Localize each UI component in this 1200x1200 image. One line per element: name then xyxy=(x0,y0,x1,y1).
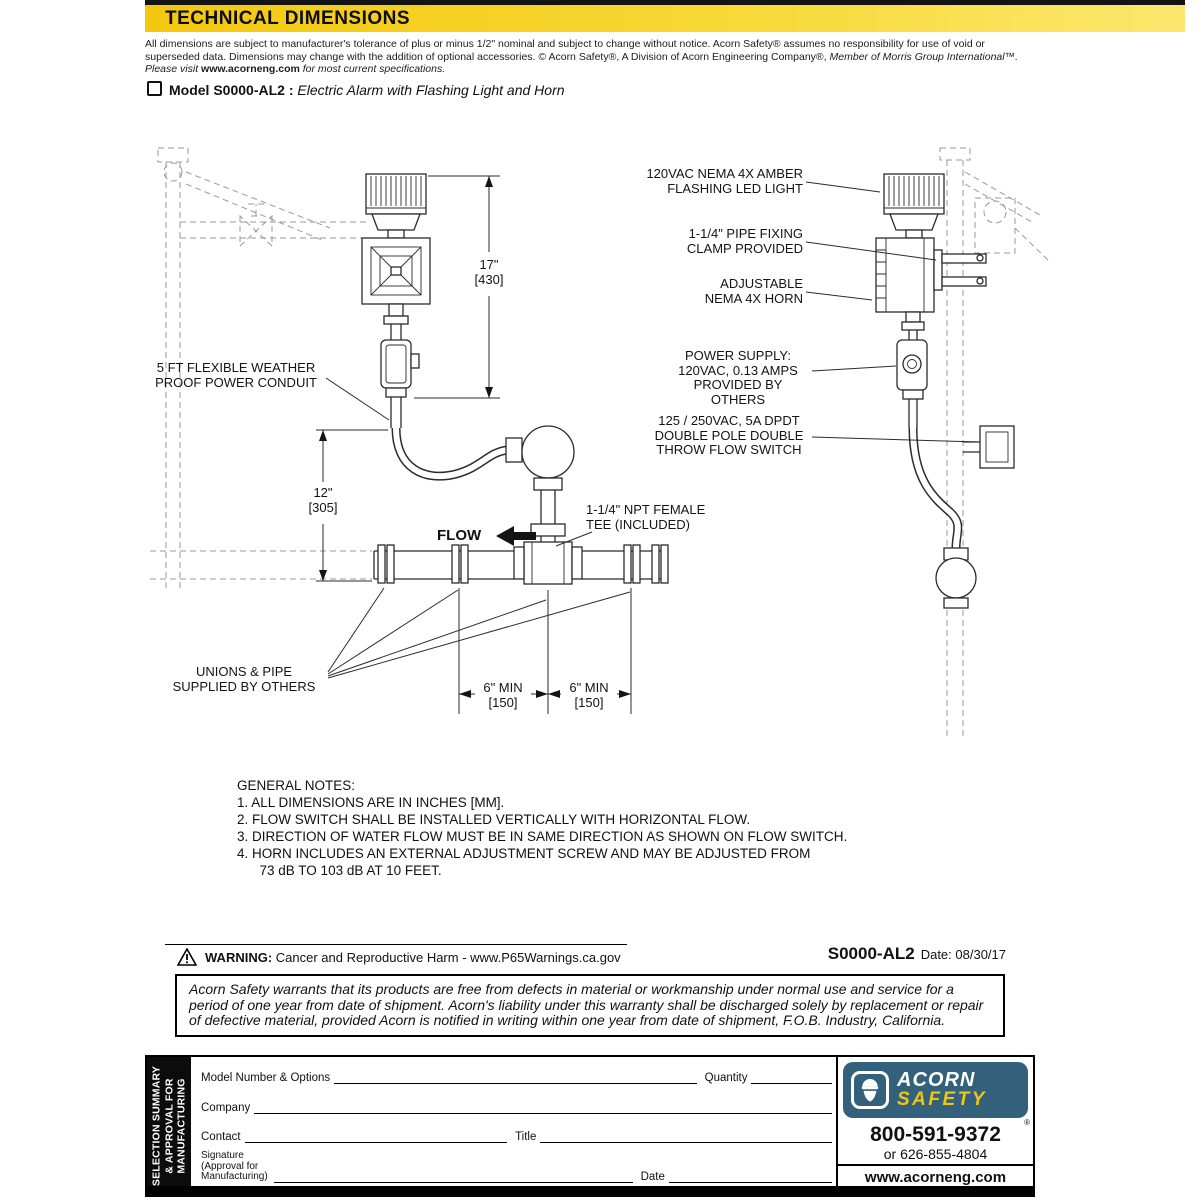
disclaimer-italic: Member of Morris Group International™. P… xyxy=(145,50,1019,76)
dim-drop-in: 12" xyxy=(313,485,333,500)
callout-unions: UNIONS & PIPE SUPPLIED BY OTHERS xyxy=(172,664,316,694)
dim-clearance-right: 6" MIN [150] xyxy=(561,680,617,710)
dim-height-in: 17" xyxy=(479,257,499,272)
brand-panel: ACORN SAFETY ® 800-591-9372 or 626-855-4… xyxy=(836,1057,1033,1186)
registered-mark: ® xyxy=(1024,1118,1030,1127)
callout-pipe-clamp: 1-1/4" PIPE FIXING CLAMP PROVIDED xyxy=(686,226,803,256)
disclaimer-tail: for most current specifications. xyxy=(299,63,446,75)
model-number-field xyxy=(334,1070,697,1084)
callout-horn: ADJUSTABLE NEMA 4X HORN xyxy=(704,276,803,306)
warranty-box: Acorn Safety warrants that its products … xyxy=(175,974,1005,1037)
dim-drop-mm: [305] xyxy=(308,500,338,515)
note-item: 3. DIRECTION OF WATER FLOW MUST BE IN SA… xyxy=(237,829,848,844)
title-field xyxy=(540,1129,832,1143)
logo-text: ACORN SAFETY xyxy=(897,1070,987,1110)
form-row-contact: Contact Title xyxy=(201,1129,832,1143)
dim-drop: 12" [305] xyxy=(295,485,351,515)
phone-main: 800-591-9372 xyxy=(870,1123,1001,1146)
general-notes-title: GENERAL NOTES: xyxy=(237,778,356,793)
left-background-piping xyxy=(150,147,372,588)
flow-direction-arrow xyxy=(496,526,536,546)
brand-sub-name: SAFETY xyxy=(897,1089,987,1110)
model-label: Model S0000-AL2 : xyxy=(169,82,294,98)
note-item: 2. FLOW SWITCH SHALL BE INSTALLED VERTIC… xyxy=(237,812,751,827)
brand-website: www.acorneng.com xyxy=(838,1164,1033,1186)
right-background-piping xyxy=(939,147,1049,738)
acorn-icon xyxy=(851,1071,889,1109)
dim-right-mm: [150] xyxy=(574,695,604,710)
title-band: TECHNICAL DIMENSIONS xyxy=(145,5,1185,32)
doc-model-number: S0000-AL2 xyxy=(827,944,915,963)
warning-icon xyxy=(177,948,197,966)
date-field xyxy=(668,1169,832,1183)
website-text: www.acorneng.com xyxy=(201,63,300,75)
general-notes: GENERAL NOTES: 1. ALL DIMENSIONS ARE IN … xyxy=(237,777,847,879)
front-view-assembly xyxy=(361,173,669,585)
contact-field xyxy=(244,1129,508,1143)
bottom-black-bar xyxy=(147,1186,1033,1195)
note-item: 1. ALL DIMENSIONS ARE IN INCHES [MM]. xyxy=(237,795,505,810)
model-heading: Model S0000-AL2 : Electric Alarm with Fl… xyxy=(147,81,565,98)
warning-text: Cancer and Reproductive Harm - www.P65Wa… xyxy=(272,949,621,965)
quantity-label: Quantity xyxy=(704,1072,748,1084)
callout-flow-switch: 125 / 250VAC, 5A DPDT DOUBLE POLE DOUBLE… xyxy=(654,413,804,457)
warning-text-wrap: WARNING: Cancer and Reproductive Harm - … xyxy=(205,950,621,965)
note-item: 4. HORN INCLUDES AN EXTERNAL ADJUSTMENT … xyxy=(237,846,811,878)
dim-overall-height: 17" [430] xyxy=(461,257,517,287)
form-row-signature: Signature (Approval for Manufacturing) D… xyxy=(201,1150,832,1183)
flow-label: FLOW xyxy=(437,527,482,544)
doc-date: Date: 08/30/17 xyxy=(920,947,1006,962)
form-row-model: Model Number & Options Quantity xyxy=(201,1070,832,1084)
page-title: TECHNICAL DIMENSIONS xyxy=(165,8,411,29)
approval-form: SELECTION SUMMARY & APPROVAL FOR MANUFAC… xyxy=(145,1055,1035,1197)
callout-led-light: 120VAC NEMA 4X AMBER FLASHING LED LIGHT xyxy=(646,166,803,196)
acorn-safety-logo: ACORN SAFETY xyxy=(843,1062,1028,1118)
doc-id-row: S0000-AL2 Date: 08/30/17 xyxy=(800,944,1006,964)
warning-label: WARNING: xyxy=(205,949,273,965)
side-view-assembly xyxy=(875,173,1015,609)
technical-drawing xyxy=(150,147,1049,738)
model-description: Electric Alarm with Flashing Light and H… xyxy=(293,82,565,98)
title-label: Title xyxy=(515,1131,537,1143)
warning-divider xyxy=(165,944,627,945)
callout-power-conduit: 5 FT FLEXIBLE WEATHER PROOF POWER CONDUI… xyxy=(155,360,317,390)
callout-tee: 1-1/4" NPT FEMALE TEE (INCLUDED) xyxy=(586,502,706,532)
checkbox-icon xyxy=(147,81,162,96)
brand-name: ACORN xyxy=(897,1069,976,1091)
dim-left-in: 6" MIN xyxy=(483,680,523,695)
signature-label: Signature (Approval for Manufacturing) xyxy=(201,1150,268,1182)
dim-left-mm: [150] xyxy=(488,695,518,710)
quantity-field xyxy=(751,1070,832,1084)
dim-height-mm: [430] xyxy=(474,272,504,287)
form-fields: Model Number & Options Quantity Company … xyxy=(191,1057,838,1186)
form-sidebar: SELECTION SUMMARY & APPROVAL FOR MANUFAC… xyxy=(147,1057,191,1195)
dim-clearance-left: 6" MIN [150] xyxy=(475,680,531,710)
model-number-label: Model Number & Options xyxy=(201,1072,331,1084)
disclaimer-text: All dimensions are subject to manufactur… xyxy=(145,38,985,63)
contact-label: Contact xyxy=(201,1131,241,1143)
date-label: Date xyxy=(640,1170,665,1183)
disclaimer: All dimensions are subject to manufactur… xyxy=(145,38,1038,76)
top-black-bar xyxy=(145,0,1185,5)
company-field xyxy=(254,1100,832,1114)
signature-field xyxy=(273,1169,633,1183)
callout-power-supply: POWER SUPPLY: 120VAC, 0.13 AMPS PROVIDED… xyxy=(678,348,798,407)
prop65-warning: WARNING: Cancer and Reproductive Harm - … xyxy=(177,948,621,966)
phone-alt: or 626-855-4804 xyxy=(883,1146,988,1162)
form-sidebar-label: SELECTION SUMMARY & APPROVAL FOR MANUFAC… xyxy=(150,1065,188,1187)
form-row-company: Company xyxy=(201,1100,832,1114)
company-label: Company xyxy=(201,1102,251,1114)
leader-lines xyxy=(325,181,979,679)
dim-right-in: 6" MIN xyxy=(569,680,609,695)
